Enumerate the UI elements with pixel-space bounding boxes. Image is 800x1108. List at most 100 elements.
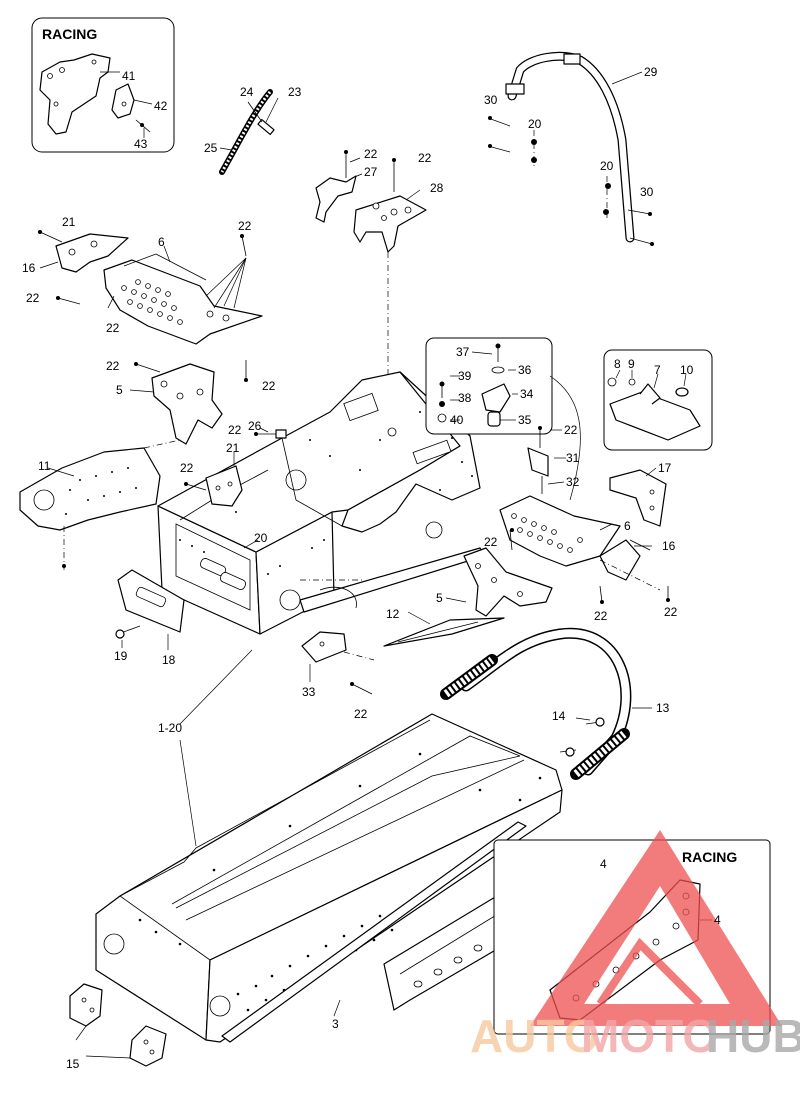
callout-29: 29	[644, 65, 658, 79]
racing-bolt-43	[135, 119, 151, 133]
callout-31: 31	[566, 451, 580, 465]
callout-20-b: 20	[600, 159, 614, 173]
callout-15: 15	[66, 1057, 80, 1071]
callout-22-j: 22	[564, 423, 578, 437]
callout-35: 35	[518, 413, 532, 427]
right-side-parts	[445, 426, 670, 617]
callout-11: 11	[38, 459, 51, 473]
callout-22-k: 22	[484, 535, 498, 549]
skid-plate-rivets	[65, 467, 137, 515]
callout-24: 24	[240, 85, 254, 99]
bracket-33	[300, 579, 375, 695]
callout-4-b: 4	[714, 913, 721, 927]
callout-34: 34	[520, 387, 534, 401]
racing-inset-top: RACING	[31, 17, 175, 153]
callout-22-h: 22	[228, 423, 242, 437]
bolts-30-20	[487, 116, 654, 246]
bracket-27	[315, 150, 363, 223]
callout-19: 19	[114, 649, 128, 663]
callout-1-20: 1-20	[158, 721, 182, 735]
footrest-holes-right	[511, 513, 583, 553]
callout-8: 8	[614, 357, 621, 371]
steering-support-loop	[487, 51, 654, 246]
callout-21-a: 21	[62, 215, 76, 229]
footrest-holes-left	[121, 279, 230, 325]
callout-5-b: 5	[436, 591, 443, 605]
deflector-12	[383, 611, 505, 647]
callout-22-f: 22	[106, 359, 120, 373]
callout-17: 17	[658, 461, 672, 475]
callout-22-g: 22	[262, 379, 276, 393]
callout-22-c: 22	[238, 219, 252, 233]
callout-27: 27	[364, 165, 378, 179]
right-inset	[603, 349, 713, 451]
callout-3: 3	[332, 1017, 339, 1031]
callout-12: 12	[386, 607, 400, 621]
callout-37: 37	[456, 345, 470, 359]
callout-6-b: 6	[624, 519, 631, 533]
callout-14: 14	[552, 709, 566, 723]
callout-7: 7	[654, 363, 661, 377]
middle-inset	[425, 337, 581, 501]
racing-bracket-41	[39, 53, 111, 135]
callout-32: 32	[566, 475, 580, 489]
callout-22-l: 22	[594, 609, 608, 623]
callout-28: 28	[430, 181, 444, 195]
cable-tie-assembly	[219, 89, 279, 175]
callout-4-a: 4	[600, 857, 607, 871]
callout-10: 10	[680, 363, 694, 377]
racing-bracket-42	[111, 83, 135, 119]
callout-22-m: 22	[664, 605, 678, 619]
callout-22-d: 22	[26, 291, 40, 305]
chassis-rivets	[179, 411, 473, 575]
callout-30-b: 30	[640, 185, 654, 199]
watermark-part-auto: AUTO	[470, 1010, 600, 1062]
callout-5-a: 5	[116, 383, 123, 397]
racing-inset-bottom-title: RACING	[682, 849, 737, 865]
callout-13: 13	[656, 701, 670, 715]
tunnel-1-20	[95, 649, 563, 1043]
steering-bracket-left-5	[129, 360, 248, 445]
watermark-triangle-icon	[530, 830, 782, 1026]
watermark-logo	[530, 830, 782, 1026]
callout-38: 38	[458, 391, 472, 405]
callout-20-c: 20	[254, 531, 268, 545]
main-chassis	[157, 371, 485, 635]
watermark-wordmark: AUTO MOTO HUB	[470, 1010, 800, 1062]
callout-39: 39	[458, 369, 472, 383]
callout-6-a: 6	[158, 235, 165, 249]
callout-22-n: 22	[354, 707, 368, 721]
bracket-28	[353, 158, 427, 390]
callout-30-a: 30	[484, 93, 498, 107]
callout-22-b: 22	[418, 151, 432, 165]
grab-handle-13	[440, 627, 652, 780]
callout-20-a: 20	[528, 117, 542, 131]
racing-inset-top-title: RACING	[42, 26, 97, 42]
callout-16-a: 16	[22, 261, 36, 275]
callout-23: 23	[288, 85, 302, 99]
watermark-part-hub: HUB	[706, 1010, 800, 1062]
callout-41: 41	[122, 69, 136, 83]
callout-22-a: 22	[364, 147, 378, 161]
brackets-15	[69, 983, 167, 1067]
callout-33: 33	[302, 685, 316, 699]
footrest-left-upper	[38, 230, 263, 345]
callout-16-b: 16	[662, 539, 676, 553]
runner-3	[221, 821, 527, 1043]
callout-22-i: 22	[180, 461, 194, 475]
callout-43: 43	[134, 137, 148, 151]
callout-36: 36	[518, 363, 532, 377]
bumper-18	[115, 569, 185, 650]
skid-plate-11	[19, 439, 181, 570]
callout-25: 25	[204, 141, 218, 155]
callout-9: 9	[628, 357, 635, 371]
callout-40: 40	[450, 413, 464, 427]
callout-labels: 41 42 43 24 23 25 29 30 20 20 30 22 27 2…	[22, 65, 721, 1071]
callout-21-b: 21	[226, 441, 240, 455]
callout-26: 26	[248, 419, 262, 433]
callout-22-e: 22	[106, 321, 120, 335]
callout-18: 18	[162, 653, 176, 667]
watermark-part-moto: MOTO	[581, 1010, 718, 1062]
